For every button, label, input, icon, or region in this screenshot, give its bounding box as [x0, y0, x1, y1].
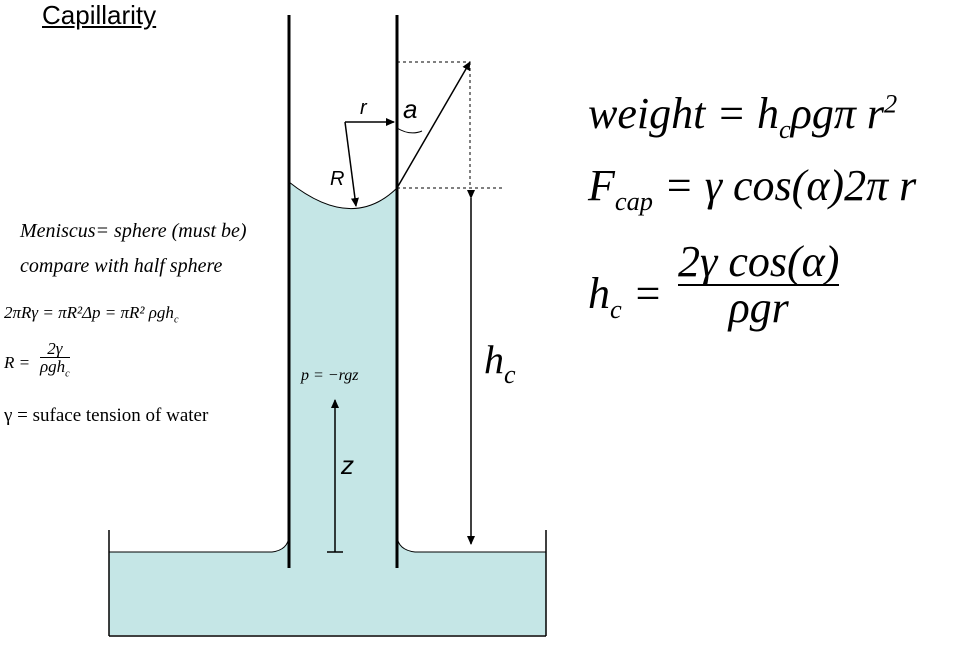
force-arrow	[396, 61, 471, 189]
equation-hc-fraction: 2γ cos(α) ρgr	[678, 237, 840, 332]
note-R-den-main: ρgh	[40, 357, 66, 376]
equation-hc-lhs: hc =	[588, 268, 662, 325]
label-a: a	[403, 94, 417, 124]
label-hc-sub: c	[504, 360, 516, 389]
hc-den: ρgr	[728, 283, 789, 332]
hc-lhs: h	[588, 269, 610, 318]
label-z: z	[340, 450, 354, 480]
fcap-rhs: = γ cos(α)2π r	[664, 161, 917, 210]
note-R-lhs: R =	[4, 353, 31, 372]
weight-rhs-b: ρgπ r	[790, 89, 885, 138]
note-R-fraction: 2γ ρghc	[40, 340, 70, 380]
weight-rhs-sub: c	[779, 113, 791, 144]
note-balance-main: 2πRγ = πR²Δp = πR² ρgh	[4, 303, 174, 322]
hc-eq: =	[632, 269, 663, 318]
reservoir-surface-left	[109, 535, 290, 553]
note-balance-sub: c	[173, 314, 179, 326]
meniscus-curve	[288, 181, 398, 209]
equation-weight: weight = hcρgπ r2	[588, 88, 897, 145]
hc-num: 2γ cos(α)	[678, 237, 840, 286]
weight-lhs: weight	[588, 89, 706, 138]
reservoir-water	[109, 536, 546, 635]
label-R: R	[330, 168, 344, 190]
hc-sub: c	[610, 293, 622, 324]
label-hc: hc	[484, 337, 516, 389]
note-R-den: ρghc	[40, 358, 70, 380]
label-hc-main: h	[484, 337, 504, 382]
label-pressure: p = −rgz	[300, 367, 359, 384]
note-R-num: 2γ	[47, 339, 63, 358]
label-r: r	[360, 97, 368, 119]
angle-arc	[396, 127, 423, 134]
fcap-sub: cap	[614, 185, 653, 216]
page-title: Capillarity	[42, 0, 157, 30]
equation-fcap: Fcap = γ cos(α)2π r	[588, 160, 916, 217]
note-compare: compare with half sphere	[20, 255, 223, 277]
fraction-bar	[40, 357, 70, 358]
R-arrow	[344, 121, 359, 207]
fcap-lhs: F	[588, 161, 615, 210]
note-meniscus: Meniscus= sphere (must be)	[20, 220, 247, 242]
note-R-den-sub: c	[65, 368, 70, 380]
note-balance: 2πRγ = πR²Δp = πR² ρghc	[4, 303, 178, 325]
note-gamma-def: γ = suface tension of water	[4, 405, 209, 426]
weight-rhs-a: = h	[716, 89, 780, 138]
hc-fraction-bar	[678, 284, 840, 286]
tube-water	[289, 182, 397, 570]
weight-sup: 2	[884, 88, 898, 119]
